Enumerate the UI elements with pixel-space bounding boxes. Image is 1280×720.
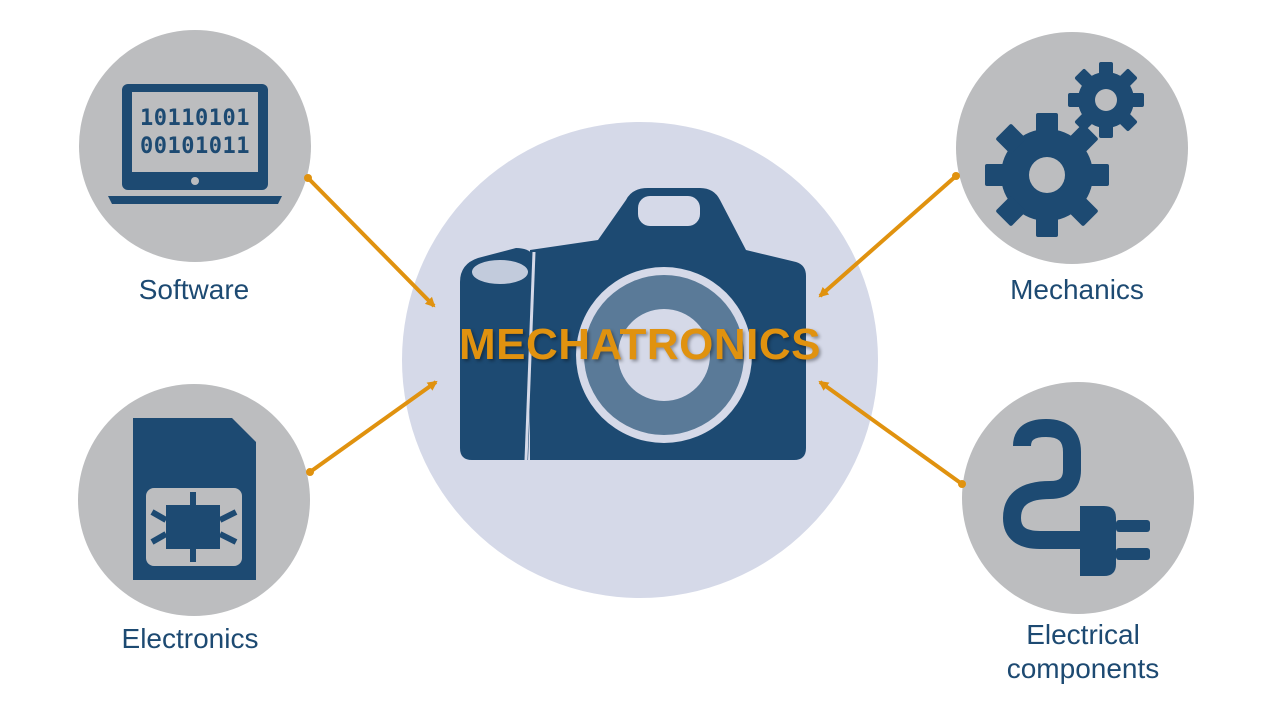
arrow-electrical: [818, 380, 964, 486]
electrical-components-label: Electrical components: [968, 618, 1198, 686]
electronics-label: Electronics: [121, 623, 259, 654]
power-plug-icon: [1002, 418, 1150, 576]
electrical-label-line-2: components: [1006, 653, 1160, 684]
arrow-software: [306, 176, 436, 308]
laptop-binary-icon: 10110101 00101011: [108, 84, 282, 204]
electrical-label-line-1: Electrical: [1026, 619, 1140, 650]
arrow-electronics: [308, 380, 438, 474]
camera-icon: [460, 188, 806, 461]
sim-chip-icon: [133, 418, 256, 580]
binary-line-1: 10110101: [140, 106, 250, 131]
software-label: Software: [138, 274, 250, 305]
electrical-circle: [962, 382, 1194, 614]
arrow-mechanics: [818, 174, 958, 298]
gears-icon: [985, 62, 1144, 237]
center-title: MECHATRONICS: [458, 320, 822, 369]
binary-line-2: 00101011: [140, 134, 250, 159]
mechanics-label: Mechanics: [1010, 274, 1144, 305]
arrows: [304, 172, 966, 488]
